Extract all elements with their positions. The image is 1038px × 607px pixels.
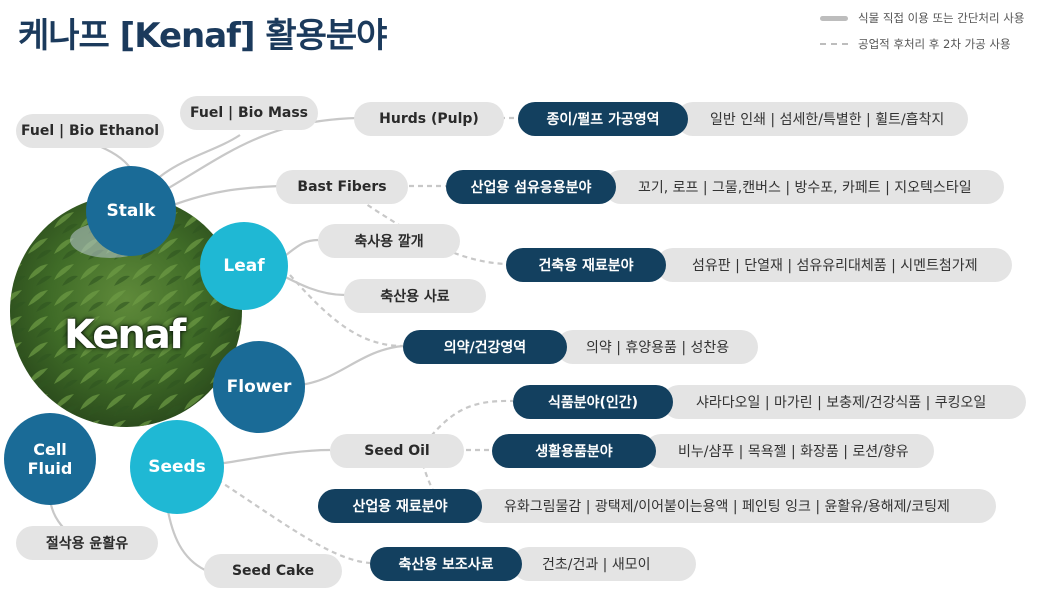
field-livestock-feed: 축산용 보조사료 xyxy=(370,547,522,581)
field-items-industrial-material: 유화그림물감 | 광택제/이어붙이는용액 | 페인팅 잉크 | 윤활유/용해제/… xyxy=(470,489,996,523)
field-items-household: 비누/샴푸 | 목욕젤 | 화장품 | 로션/향유 xyxy=(644,434,934,468)
dashed-line-icon xyxy=(820,43,848,45)
field-items-paper: 일반 인쇄 | 섬세한/특별한 | 휠트/흡착지 xyxy=(676,102,968,136)
node-flower: Flower xyxy=(213,341,305,433)
legend-solid-label: 식물 직접 이용 또는 간단처리 사용 xyxy=(858,11,1025,25)
node-seeds: Seeds xyxy=(130,420,224,514)
center-label: Kenaf xyxy=(64,312,186,358)
material-hurds: Hurds (Pulp) xyxy=(354,102,504,136)
material-cutting-oil: 절삭용 윤활유 xyxy=(16,526,158,560)
field-paper: 종이/펄프 가공영역 xyxy=(518,102,688,136)
field-food: 식품분야(인간) xyxy=(513,385,673,419)
field-household: 생활용품분야 xyxy=(492,434,656,468)
field-items-building: 섬유판 | 단열재 | 섬유유리대체품 | 시멘트첨가제 xyxy=(656,248,1012,282)
field-medicine: 의약/건강영역 xyxy=(403,330,567,364)
node-leaf-label: Leaf xyxy=(223,256,265,276)
node-cell-fluid-label: Cell Fluid xyxy=(27,439,73,478)
field-building: 건축용 재료분야 xyxy=(506,248,666,282)
field-items-livestock-feed: 건초/건과 | 새모이 xyxy=(512,547,696,581)
node-seeds-label: Seeds xyxy=(148,457,206,477)
field-items-food: 샤라다오일 | 마가린 | 보충제/건강식품 | 쿠킹오일 xyxy=(662,385,1026,419)
material-fuel-bio-mass: Fuel | Bio Mass xyxy=(180,96,318,130)
page-title: 케나프 [Kenaf] 활용분야 xyxy=(18,16,387,56)
solid-line-icon xyxy=(820,15,848,21)
node-flower-label: Flower xyxy=(226,377,292,397)
legend-dashed-label: 공업적 후처리 후 2차 가공 사용 xyxy=(858,37,1011,51)
material-bast-fibers: Bast Fibers xyxy=(276,170,408,204)
material-fuel-bio-ethanol: Fuel | Bio Ethanol xyxy=(16,114,164,148)
legend-solid: 식물 직접 이용 또는 간단처리 사용 xyxy=(820,10,1024,26)
node-stalk-label: Stalk xyxy=(106,201,156,221)
field-industrial-material: 산업용 재료분야 xyxy=(318,489,482,523)
field-items-medicine: 의약 | 휴양용품 | 성찬용 xyxy=(556,330,758,364)
material-seed-oil: Seed Oil xyxy=(330,434,464,468)
material-feed: 축산용 사료 xyxy=(344,279,486,313)
field-items-industrial-fiber: 꼬기, 로프 | 그물,캔버스 | 방수포, 카페트 | 지오텍스타일 xyxy=(604,170,1004,204)
material-seed-cake: Seed Cake xyxy=(204,554,342,588)
material-bedding: 축사용 깔개 xyxy=(318,224,460,258)
node-leaf: Leaf xyxy=(200,222,288,310)
legend-dashed: 공업적 후처리 후 2차 가공 사용 xyxy=(820,36,1011,52)
node-cell-fluid: Cell Fluid xyxy=(4,413,96,505)
field-industrial-fiber: 산업용 섬유응용분야 xyxy=(446,170,616,204)
node-stalk: Stalk xyxy=(86,166,176,256)
